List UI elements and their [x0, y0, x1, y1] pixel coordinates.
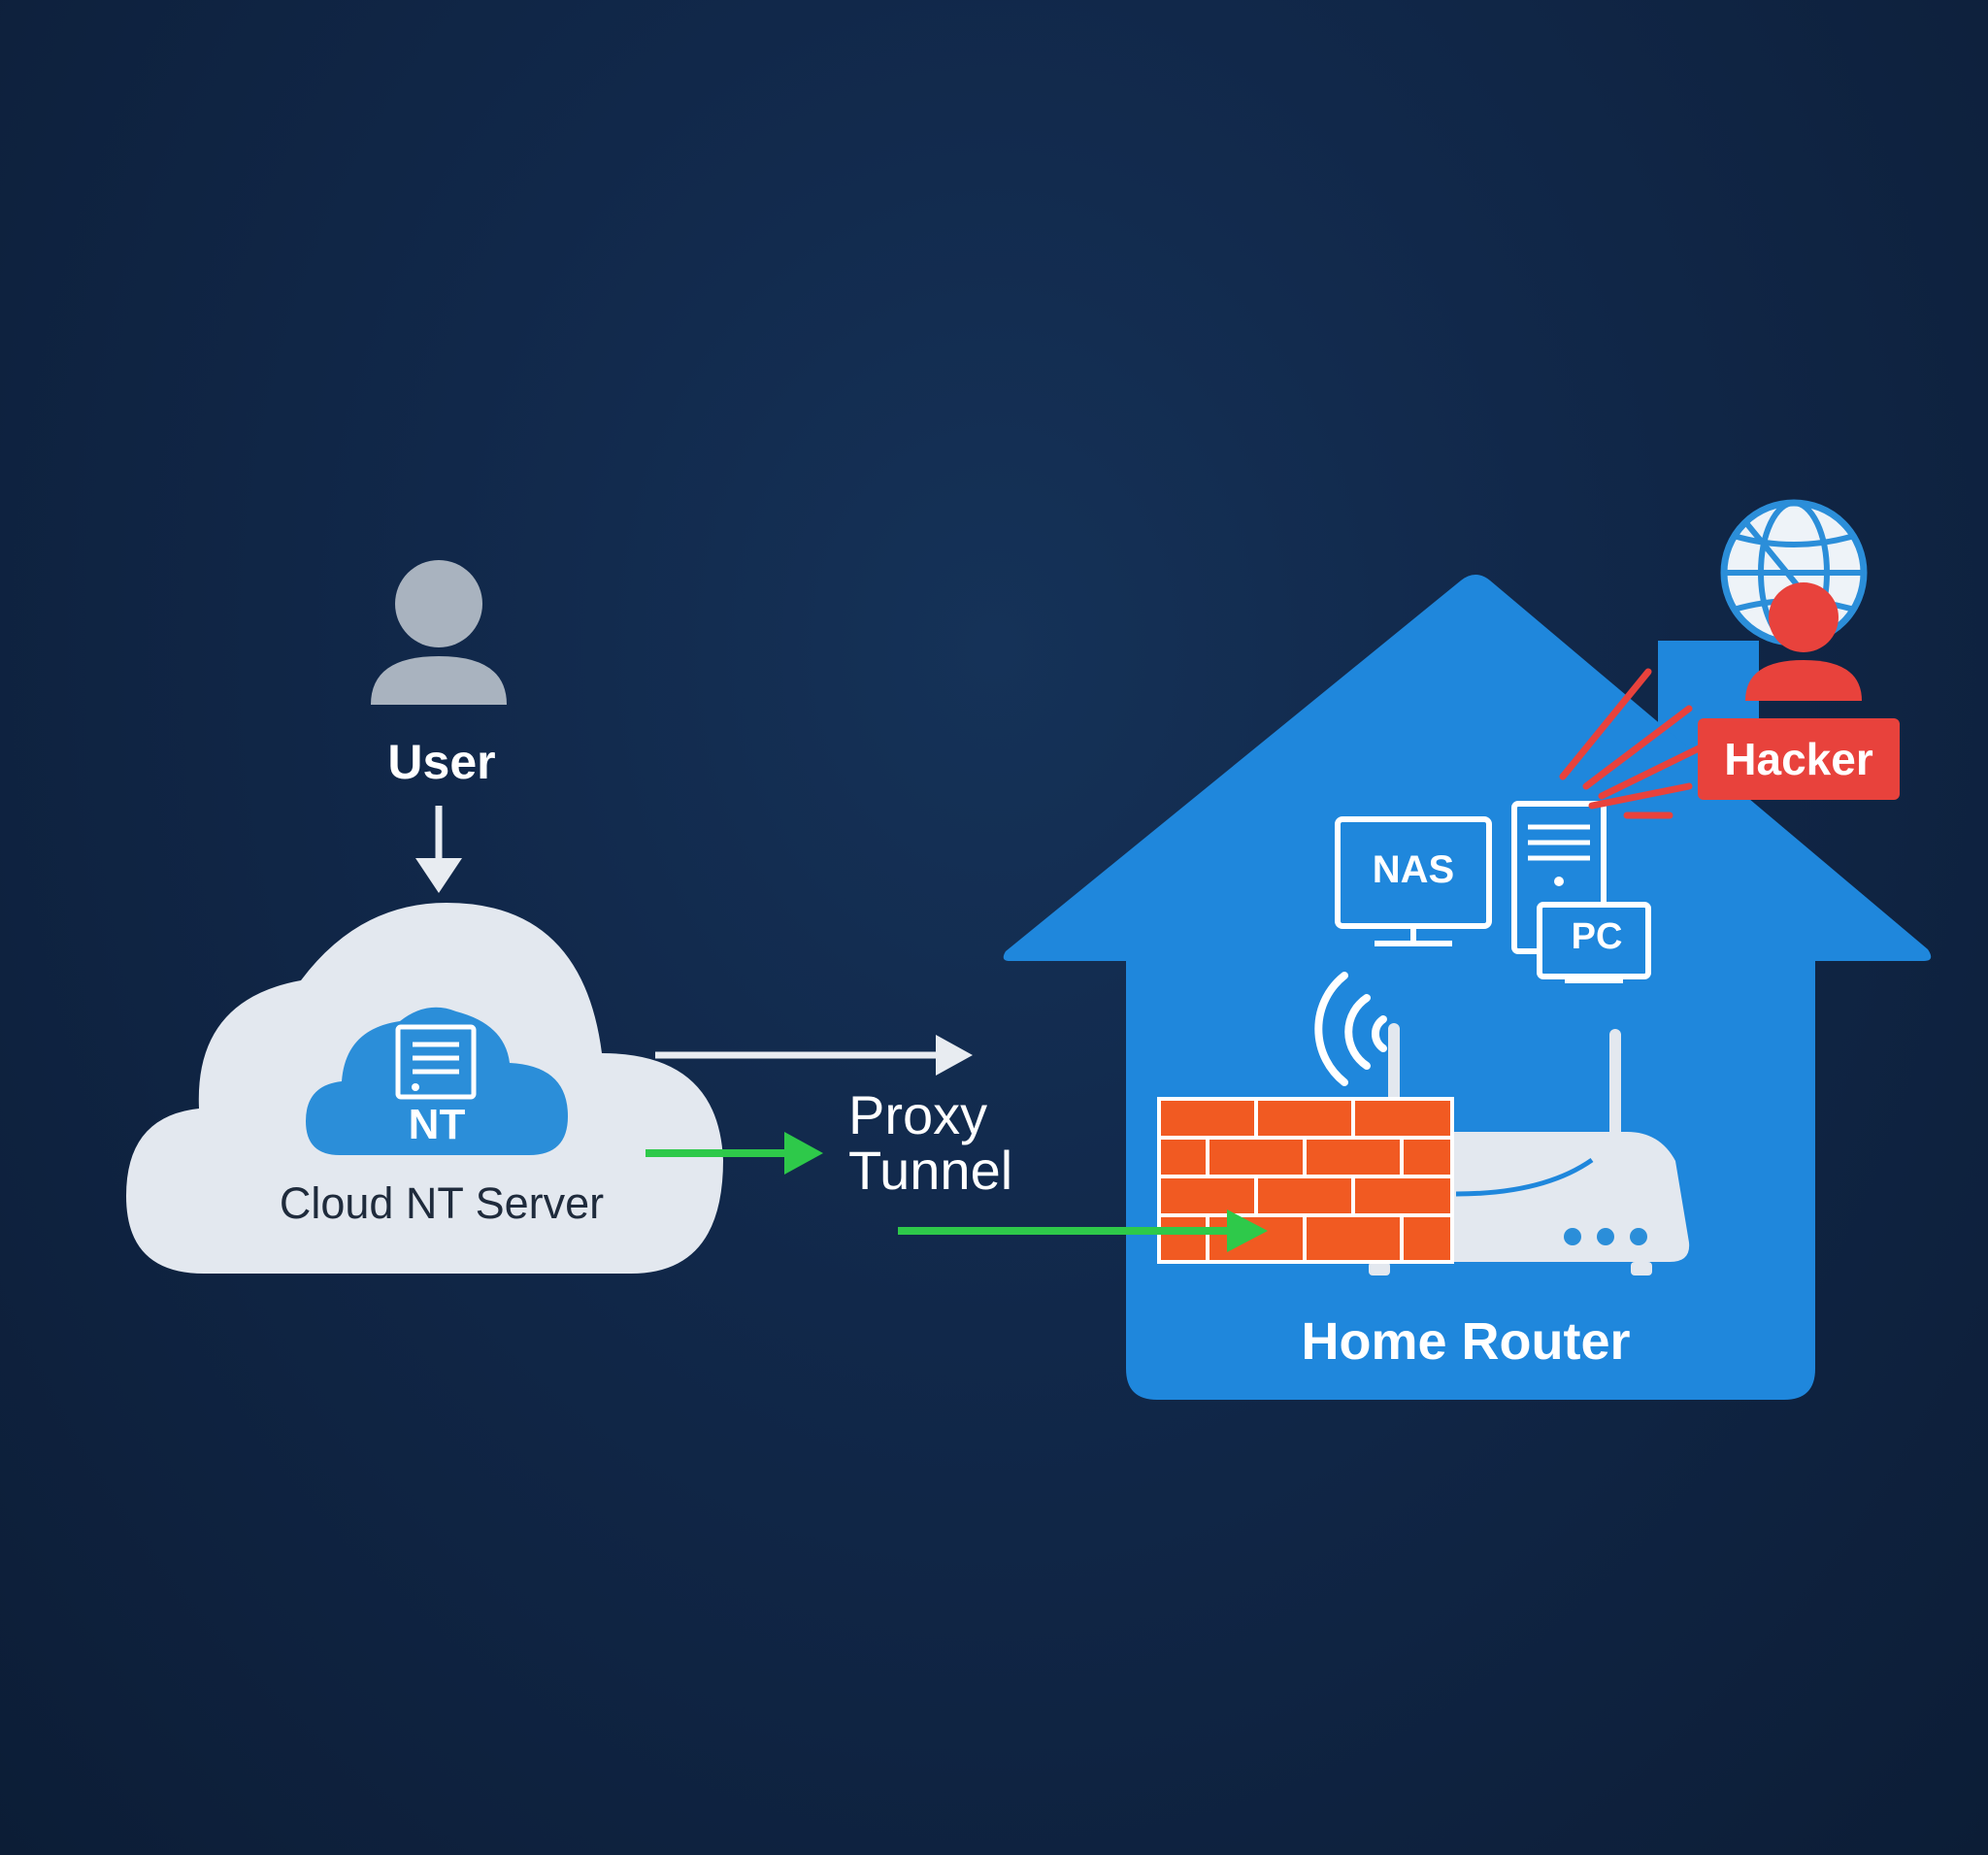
proxy-tunnel-line2: Tunnel: [848, 1140, 1013, 1202]
pc-monitor-icon: [1537, 902, 1651, 983]
proxy-tunnel-line1: Proxy: [848, 1084, 988, 1145]
cloud-nt-server-label: Cloud NT Server: [279, 1178, 605, 1228]
pc-tower-icon: [1511, 801, 1607, 954]
hacker-badge: Hacker: [1698, 718, 1900, 800]
hacker-label: Hacker: [1724, 734, 1873, 784]
proxy-tunnel-label: Proxy Tunnel: [848, 1087, 1012, 1198]
nas-label: NAS: [1372, 848, 1455, 891]
home-router-label: Home Router: [1301, 1312, 1631, 1371]
pc-label: PC: [1571, 916, 1623, 957]
nt-cloud-icon: [306, 1007, 568, 1155]
nt-badge-label: NT: [408, 1101, 466, 1148]
tunnel-green-arrow-upper: [646, 1132, 823, 1175]
hacker-attack-lines: [1559, 668, 1705, 819]
user-icon: [371, 560, 507, 705]
user-label: User: [387, 735, 496, 789]
wifi-signal-icon: [1314, 972, 1387, 1086]
tunnel-green-arrow-lower: [898, 1209, 1268, 1252]
user-to-cloud-arrow: [415, 806, 462, 893]
firewall-brick-wall-icon: [1157, 1097, 1454, 1264]
hacker-person-icon: [1745, 582, 1862, 701]
server-document-icon: [395, 1024, 477, 1100]
nas-monitor-icon: [1335, 816, 1492, 946]
cloud-to-house-white-arrow: [655, 1035, 973, 1076]
